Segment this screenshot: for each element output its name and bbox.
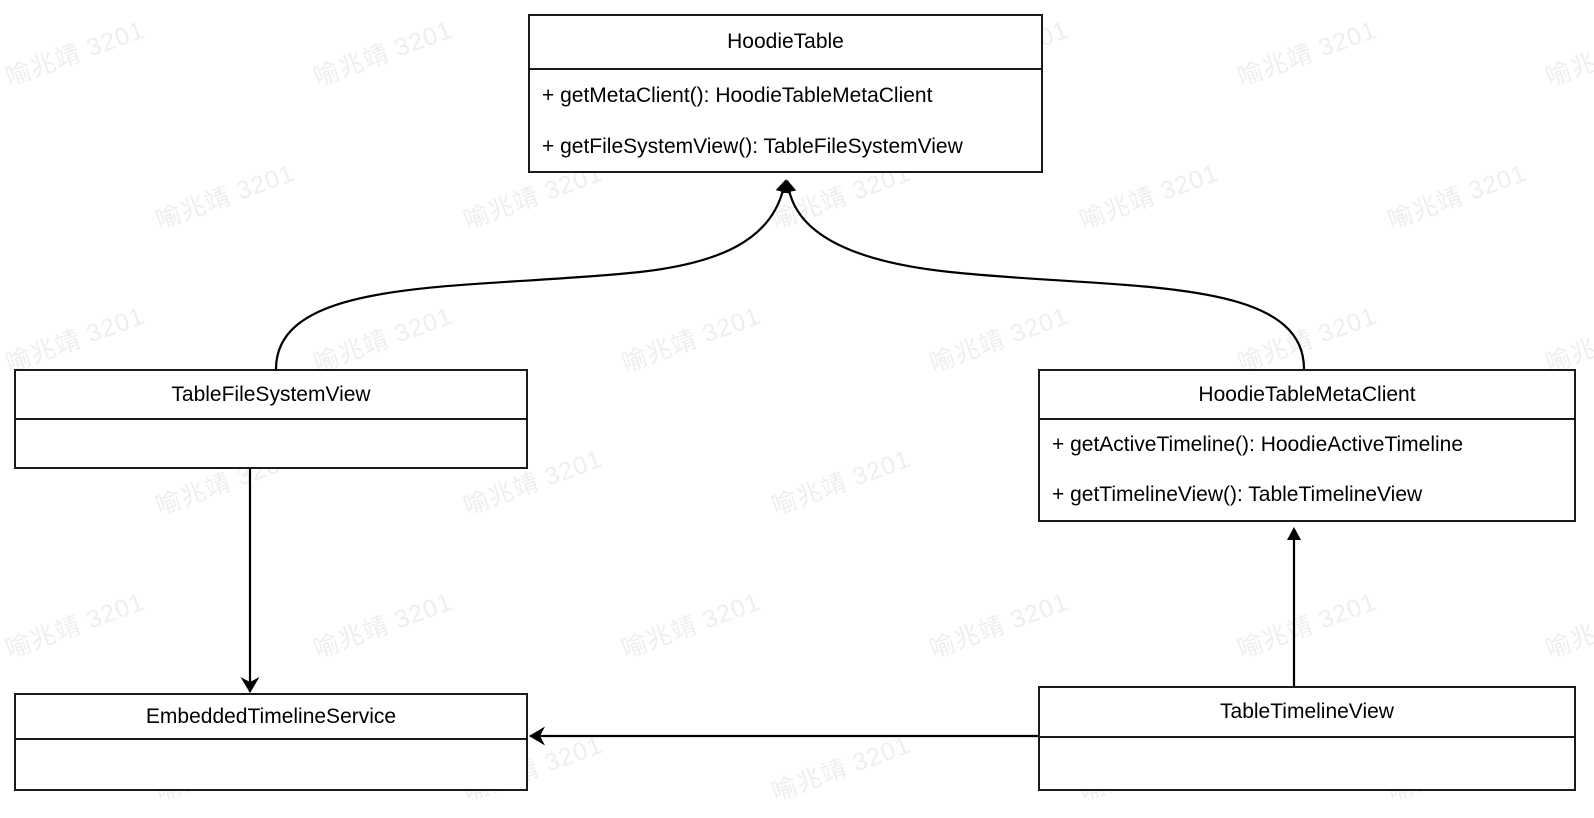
watermark-text: 喻兆靖 3201 bbox=[1234, 15, 1381, 92]
watermark-text: 喻兆靖 3201 bbox=[152, 158, 299, 235]
watermark-text: 喻兆靖 3201 bbox=[310, 301, 457, 378]
members-compartment bbox=[16, 418, 526, 467]
class-box-hoodie-table[interactable]: HoodieTable + getMetaClient(): HoodieTab… bbox=[528, 14, 1043, 173]
class-member: + getFileSystemView(): TableFileSystemVi… bbox=[542, 134, 963, 158]
watermark-text: 喻兆靖 3201 bbox=[310, 587, 457, 664]
watermark-text: 喻兆靖 3201 bbox=[1542, 588, 1594, 664]
watermark-text: 喻兆靖 3201 bbox=[2, 15, 149, 92]
watermark-text: 喻兆靖 3201 bbox=[1076, 158, 1223, 235]
watermark-text: 喻兆靖 3201 bbox=[2, 587, 149, 664]
members-compartment bbox=[1040, 736, 1574, 791]
class-name-hoodie-table: HoodieTable bbox=[727, 30, 844, 53]
watermark-text: 喻兆靖 3201 bbox=[926, 301, 1073, 378]
watermark-text: 喻兆靖 3201 bbox=[1542, 302, 1594, 378]
class-name-hoodie-table-meta-client: HoodieTableMetaClient bbox=[1198, 382, 1416, 406]
class-box-hoodie-table-meta-client[interactable]: HoodieTableMetaClient + getActiveTimelin… bbox=[1038, 369, 1576, 522]
class-name-table-file-system-view: TableFileSystemView bbox=[171, 382, 371, 406]
watermark-text: 喻兆靖 3201 bbox=[768, 444, 915, 521]
class-box-table-timeline-view[interactable]: TableTimelineView bbox=[1038, 686, 1576, 791]
watermark-text: 喻兆靖 3201 bbox=[2, 301, 149, 378]
class-box-table-file-system-view[interactable]: TableFileSystemView bbox=[14, 369, 528, 469]
watermark-text: 喻兆靖 3201 bbox=[1542, 16, 1594, 92]
watermark-text: 喻兆靖 3201 bbox=[310, 15, 457, 92]
class-name-embedded-timeline-service: EmbeddedTimelineService bbox=[145, 704, 397, 728]
connector-tablefilesystemview-to-hoodietable bbox=[274, 179, 790, 370]
watermark-text: 喻兆靖 3201 bbox=[1234, 587, 1381, 664]
connector-hoodietablemetaclient-to-hoodietable bbox=[782, 179, 1306, 370]
class-member: + getActiveTimeline(): HoodieActiveTimel… bbox=[1052, 433, 1464, 456]
members-compartment: + getMetaClient(): HoodieTableMetaClient… bbox=[530, 68, 1041, 171]
class-box-embedded-timeline-service[interactable]: EmbeddedTimelineService bbox=[14, 693, 528, 791]
watermark-text: 喻兆靖 3201 bbox=[1234, 301, 1381, 378]
watermark-text: 喻兆靖 3201 bbox=[618, 587, 765, 664]
members-compartment bbox=[16, 738, 526, 791]
class-name-table-timeline-view: TableTimelineView bbox=[1220, 700, 1394, 723]
members-compartment: + getActiveTimeline(): HoodieActiveTimel… bbox=[1040, 418, 1574, 520]
watermark-text: 喻兆靖 3201 bbox=[618, 301, 765, 378]
class-member: + getMetaClient(): HoodieTableMetaClient bbox=[542, 83, 933, 107]
class-member: + getTimelineView(): TableTimelineView bbox=[1052, 483, 1423, 506]
watermark-text: 喻兆靖 3201 bbox=[926, 587, 1073, 664]
watermark-text: 喻兆靖 3201 bbox=[768, 730, 915, 807]
watermark-text: 喻兆靖 3201 bbox=[1384, 158, 1531, 235]
